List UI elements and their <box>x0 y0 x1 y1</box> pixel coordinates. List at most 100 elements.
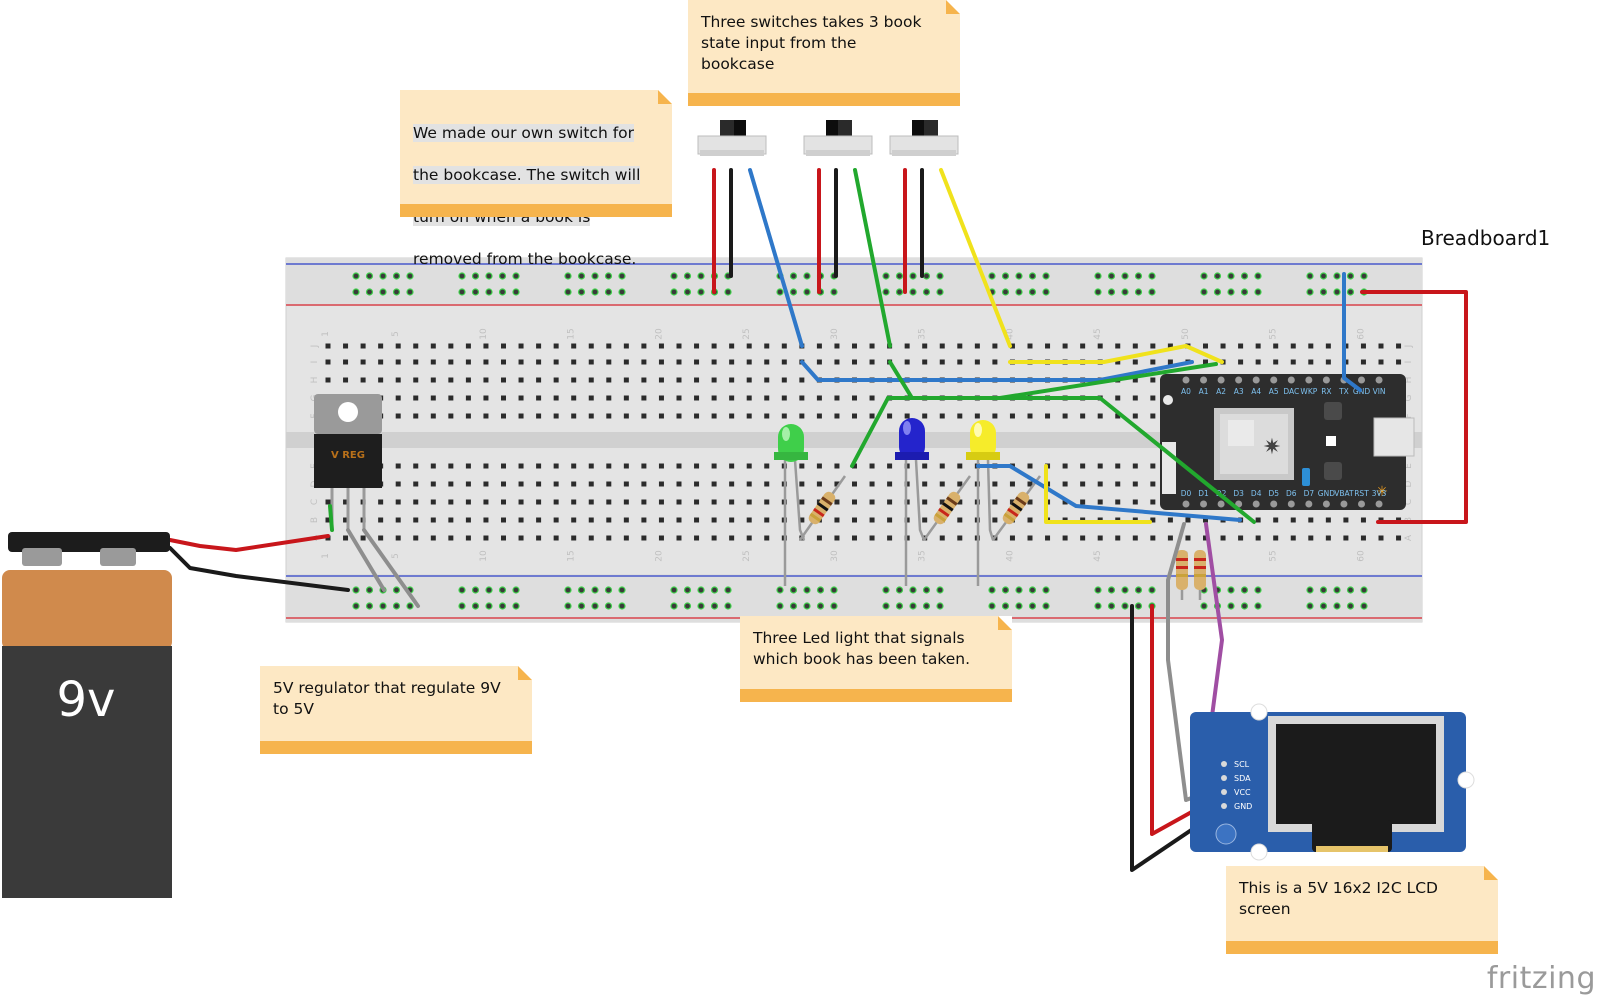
photon-pin <box>1358 376 1365 384</box>
breadboard-hole <box>360 343 366 349</box>
breadboard-hole <box>553 413 559 419</box>
rail-hole <box>1333 288 1341 296</box>
breadboard-hole <box>658 481 664 487</box>
rail-hole <box>485 586 493 594</box>
breadboard-hole <box>606 481 612 487</box>
breadboard-hole <box>676 481 682 487</box>
breadboard-hole <box>1396 359 1402 365</box>
note-fold <box>946 0 960 14</box>
breadboard-hole <box>1308 343 1314 349</box>
breadboard-hole <box>658 359 664 365</box>
breadboard-hole <box>764 481 770 487</box>
photon-pin <box>1252 376 1260 384</box>
breadboard-hole <box>694 359 700 365</box>
resistor-4 <box>1176 550 1188 590</box>
rail-hole <box>1254 272 1262 280</box>
breadboard-hole <box>518 343 524 349</box>
breadboard-hole <box>623 413 629 419</box>
rail-hole <box>1121 602 1129 610</box>
breadboard-hole <box>869 481 875 487</box>
note-line-4: removed from the bookcase. <box>413 250 637 268</box>
rail-hole <box>591 272 599 280</box>
rail-hole <box>591 586 599 594</box>
breadboard-hole <box>1027 535 1033 541</box>
rail-hole <box>1028 586 1037 594</box>
breadboard-hole <box>553 517 559 523</box>
breadboard-hole <box>1325 535 1331 541</box>
rail-hole <box>1148 288 1156 296</box>
breadboard-hole <box>395 343 401 349</box>
photon-pin-label: A1 <box>1199 387 1209 396</box>
rail-hole <box>1148 272 1156 280</box>
rail-hole <box>1134 288 1143 296</box>
breadboard-hole <box>1167 359 1173 365</box>
rail-hole <box>697 272 705 280</box>
rail-hole <box>882 272 890 280</box>
rail-hole <box>406 602 414 610</box>
breadboard-hole <box>343 499 349 505</box>
wire-green-reg <box>328 504 334 532</box>
breadboard-hole <box>536 535 542 541</box>
breadboard-hole <box>448 535 454 541</box>
breadboard-hole <box>1325 343 1331 349</box>
breadboard-hole <box>1360 517 1366 523</box>
note-regulator-text: 5V regulator that regulate 9V to 5V <box>273 679 501 718</box>
voltage-regulator: V REG <box>314 394 382 530</box>
note-fold <box>518 666 532 680</box>
rail-hole <box>670 602 678 610</box>
breadboard-hole <box>746 535 752 541</box>
breadboard-hole <box>729 481 735 487</box>
breadboard-hole <box>729 377 735 383</box>
rail-hole <box>1254 602 1262 610</box>
breadboard-hole <box>1062 463 1068 469</box>
rail-hole <box>1107 586 1116 594</box>
breadboard-hole <box>571 395 577 401</box>
rail-hole <box>683 288 692 296</box>
rail-hole <box>1213 288 1222 296</box>
note-fold <box>658 90 672 104</box>
breadboard-hole <box>676 535 682 541</box>
rail-hole <box>1042 602 1050 610</box>
note-line-1: We made our own switch for <box>413 124 635 142</box>
resistor-1 <box>808 491 836 525</box>
column-number: 40 <box>1005 550 1015 562</box>
breadboard-hole <box>536 343 542 349</box>
breadboard-hole <box>676 517 682 523</box>
breadboard-hole <box>641 377 647 383</box>
breadboard-hole <box>816 413 822 419</box>
breadboard-hole <box>1132 535 1138 541</box>
breadboard-hole <box>553 499 559 505</box>
breadboard-hole <box>1343 535 1349 541</box>
breadboard-hole <box>799 463 805 469</box>
rail-hole <box>922 602 931 610</box>
rail-hole <box>988 586 996 594</box>
breadboard-hole <box>465 359 471 365</box>
breadboard-hole <box>711 535 717 541</box>
breadboard-hole <box>939 535 945 541</box>
breadboard-hole <box>623 395 629 401</box>
rail-hole <box>710 602 719 610</box>
breadboard-hole <box>816 535 822 541</box>
breadboard-hole <box>343 535 349 541</box>
breadboard-hole <box>1167 343 1173 349</box>
rail-hole <box>485 602 493 610</box>
breadboard-hole <box>536 481 542 487</box>
fritzing-logo: fritzing <box>1486 961 1596 996</box>
breadboard-hole <box>1360 359 1366 365</box>
breadboard-hole <box>729 343 735 349</box>
row-letter: I <box>1404 361 1414 364</box>
rail-hole <box>471 586 480 594</box>
photon-pin-label: D5 <box>1268 489 1279 498</box>
breadboard-hole <box>623 377 629 383</box>
breadboard-hole <box>1150 463 1156 469</box>
breadboard-hole <box>483 463 489 469</box>
breadboard-hole <box>711 499 717 505</box>
column-number: 20 <box>654 550 664 562</box>
breadboard-hole <box>658 377 664 383</box>
breadboard-hole <box>606 343 612 349</box>
breadboard-hole <box>623 359 629 365</box>
breadboard-hole <box>816 359 822 365</box>
rail-hole <box>1333 586 1341 594</box>
rail-hole <box>776 602 784 610</box>
